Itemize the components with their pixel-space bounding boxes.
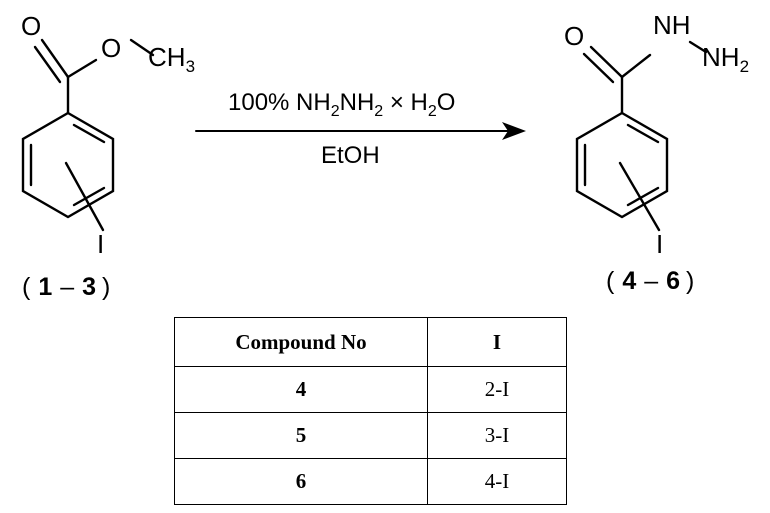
arrow-head — [502, 122, 526, 140]
compound-number-cell: 4 — [174, 366, 428, 413]
compound-number-cell: 5 — [174, 412, 428, 459]
bond — [620, 53, 652, 79]
table-row: 4 2-I — [174, 366, 567, 413]
substituent-cell: 3-I — [427, 412, 567, 459]
compound-range-label: (1–3) — [22, 273, 110, 301]
bond — [129, 38, 155, 57]
bond — [626, 186, 660, 207]
table-row: 6 4-I — [174, 458, 567, 505]
reactant-structure: O O CH3 I (1–3) — [21, 11, 195, 301]
benzene-ring — [575, 111, 669, 219]
bond — [64, 161, 105, 232]
atom-label: CH3 — [148, 42, 195, 76]
column-header-compound-no: Compound No — [174, 317, 428, 367]
bond — [582, 52, 615, 84]
atom-label: O — [564, 21, 584, 51]
reagent-label: 100% NH2NH2 × H2O — [228, 89, 455, 120]
bond — [66, 58, 98, 79]
bond — [40, 38, 70, 79]
bond — [626, 123, 660, 144]
atom-label: NH2 — [702, 42, 749, 76]
bond — [72, 186, 106, 207]
substituent-cell: 2-I — [427, 366, 567, 413]
atom-label: I — [656, 229, 663, 259]
compound-number-cell: 6 — [174, 458, 428, 505]
compound-table: Compound No I 4 2-I 5 3-I 6 4-I — [174, 317, 567, 505]
atom-label: I — [97, 229, 104, 259]
atom-label: NH — [653, 10, 691, 40]
product-bonds — [575, 40, 708, 232]
bond — [33, 45, 62, 84]
reaction-arrow — [195, 122, 526, 140]
atom-label: O — [101, 33, 121, 63]
atom-label: O — [21, 11, 41, 41]
product-structure: O NH NH2 I (4–6) — [564, 10, 749, 295]
compound-range-label: (4–6) — [606, 267, 694, 295]
bond — [618, 161, 661, 232]
substituent-cell: 4-I — [427, 458, 567, 505]
bond — [589, 45, 624, 79]
table-row: 5 3-I — [174, 412, 567, 459]
table-header-row: Compound No I — [174, 317, 567, 367]
reactant-bonds — [21, 38, 155, 232]
bond — [72, 123, 106, 144]
solvent-label: EtOH — [321, 142, 380, 169]
benzene-ring — [21, 111, 115, 219]
column-header-substituent: I — [427, 317, 567, 367]
bond — [688, 40, 708, 54]
